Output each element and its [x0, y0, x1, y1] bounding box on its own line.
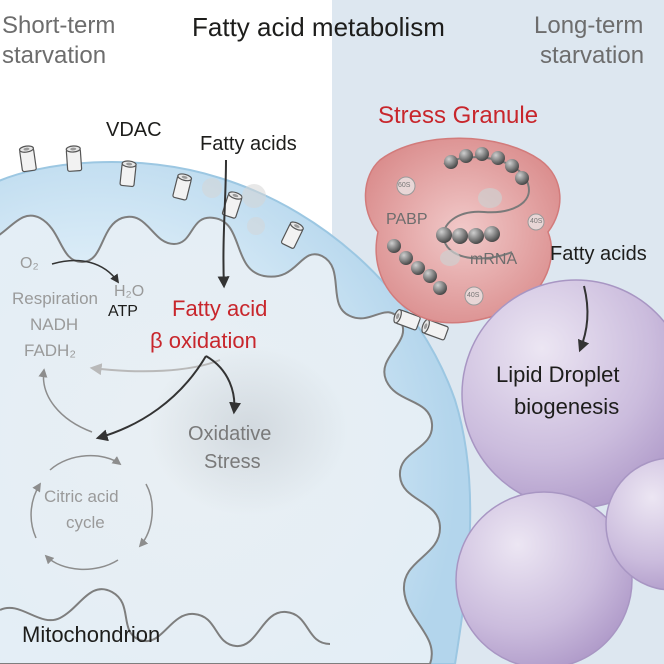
ribosome-beads [387, 147, 529, 295]
oxidative-stress-label-line1: Oxidative [188, 423, 272, 445]
respiration-label: Respiration [12, 289, 98, 308]
right-header-line2: starvation [540, 42, 645, 69]
lipid-droplet-bottom [455, 491, 633, 664]
left-header-line1: Short-term [2, 12, 116, 39]
page-title: Fatty acid metabolism [192, 12, 445, 42]
ribosome-60s-label: 60S [398, 182, 411, 189]
beta-oxidation-label-line2: β oxidation [150, 328, 257, 353]
pabp-label: PABP [386, 211, 428, 228]
o2-label: O₂ [20, 255, 39, 272]
fatty-acids-left-label: Fatty acids [200, 133, 297, 155]
arrow-betaox-to-cycle [95, 355, 207, 442]
ribosome-40s-label-a: 40S [530, 218, 543, 225]
left-header-line2: starvation [2, 42, 107, 69]
citric-acid-label-line2: cycle [66, 513, 105, 532]
atp-label: ATP [108, 303, 138, 320]
arrow-cycle-to-nadh [38, 368, 93, 433]
arrow-fa-to-betaox [217, 159, 230, 289]
lipid-droplet-right [605, 457, 664, 591]
fadh2-label: FADH₂ [24, 341, 76, 360]
arrow-betaox-to-respiration [89, 359, 221, 376]
arrow-o2-to-h2o [51, 259, 120, 284]
arrow-betaox-to-stress [205, 355, 242, 415]
oxidative-stress-label-line2: Stress [204, 451, 261, 473]
fatty-acids-right-label: Fatty acids [550, 243, 647, 265]
beta-oxidation-label-line1: Fatty acid [172, 296, 268, 321]
stress-granule-label: Stress Granule [378, 102, 539, 129]
ribosome-40s-label-b: 40S [467, 292, 480, 299]
citric-acid-label-line1: Citric acid [44, 487, 119, 506]
right-header-line1: Long-term [534, 12, 644, 39]
lipid-droplet-label-line2: biogenesis [514, 394, 620, 419]
nadh-label: NADH [30, 315, 79, 334]
mrna-label: mRNA [470, 251, 518, 268]
lipid-droplet-label-line1: Lipid Droplet [496, 362, 620, 387]
arrow-fa-to-lipid [577, 285, 590, 353]
mitochondrion-label: Mitochondrion [22, 622, 161, 647]
h2o-label: H₂O [114, 283, 145, 300]
vdac-label: VDAC [106, 119, 162, 141]
